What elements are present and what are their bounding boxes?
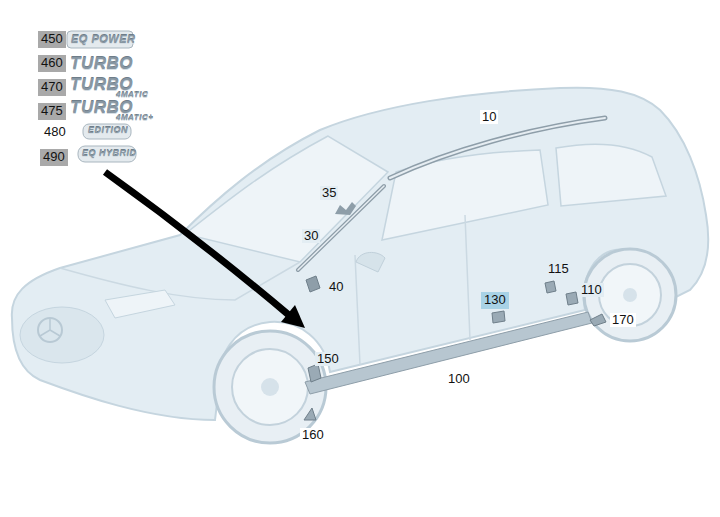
roof-rail-trim bbox=[390, 118, 605, 178]
pointer-arrow bbox=[105, 172, 290, 316]
callout-number: 115 bbox=[546, 262, 571, 276]
callout-box: 130 bbox=[481, 292, 509, 309]
windshield bbox=[185, 136, 388, 262]
callout-number: 10 bbox=[480, 110, 498, 124]
callout-box: 470 bbox=[38, 79, 66, 96]
badge-plate bbox=[83, 124, 131, 139]
callout-box: 490 bbox=[40, 149, 68, 166]
emblem-text: EQ HYBRID bbox=[82, 149, 137, 159]
clip-part bbox=[545, 281, 556, 293]
door-line bbox=[355, 215, 470, 365]
clip-part bbox=[590, 314, 606, 326]
star-emblem bbox=[38, 318, 62, 342]
callout-number: 100 bbox=[446, 372, 472, 386]
front-rim bbox=[232, 349, 308, 425]
clip-part bbox=[492, 311, 505, 323]
callout-box: 475 bbox=[38, 103, 66, 120]
arrow-head bbox=[281, 305, 305, 328]
callout-number: 480 bbox=[42, 125, 68, 139]
callout-number: 460 bbox=[41, 55, 63, 70]
callout-number: 470 bbox=[41, 79, 63, 94]
callout-number: 475 bbox=[41, 103, 63, 118]
hub bbox=[623, 288, 637, 302]
clip-part bbox=[566, 292, 578, 305]
mirror bbox=[356, 252, 385, 272]
bracket-part bbox=[306, 276, 320, 292]
clip-part bbox=[308, 364, 321, 382]
badge-plate bbox=[78, 146, 136, 162]
pillar-trim bbox=[298, 186, 384, 270]
callout-number: 450 bbox=[41, 31, 63, 46]
emblem-text: TURBO bbox=[70, 55, 133, 74]
callout-number: 170 bbox=[610, 313, 636, 327]
emblem-text: EDITION bbox=[88, 126, 128, 136]
side-sill-panel bbox=[305, 312, 592, 394]
roof-rail-trim bbox=[390, 118, 605, 178]
callout-number: 110 bbox=[579, 283, 604, 297]
rear-window bbox=[556, 144, 666, 206]
callout-number: 35 bbox=[320, 186, 338, 200]
grille bbox=[20, 307, 104, 363]
pillar-trim bbox=[298, 186, 384, 270]
emblem-text: EQ POWER bbox=[71, 33, 136, 45]
callout-number: 30 bbox=[302, 229, 320, 243]
callout-box: 460 bbox=[38, 55, 66, 72]
headlight bbox=[105, 290, 175, 318]
callout-number: 130 bbox=[484, 292, 506, 307]
callout-number: 490 bbox=[43, 149, 65, 164]
callout-box: 450 bbox=[38, 31, 66, 48]
callout-number: 160 bbox=[300, 428, 326, 442]
emblem-text: 4MATIC+ bbox=[116, 114, 153, 123]
star-emblem bbox=[40, 318, 60, 336]
hub bbox=[261, 378, 279, 396]
callout-number: 40 bbox=[327, 280, 345, 294]
cap-part bbox=[304, 408, 316, 420]
car-body bbox=[12, 88, 708, 420]
callout-number: 150 bbox=[315, 352, 341, 366]
clip-part bbox=[335, 202, 356, 215]
